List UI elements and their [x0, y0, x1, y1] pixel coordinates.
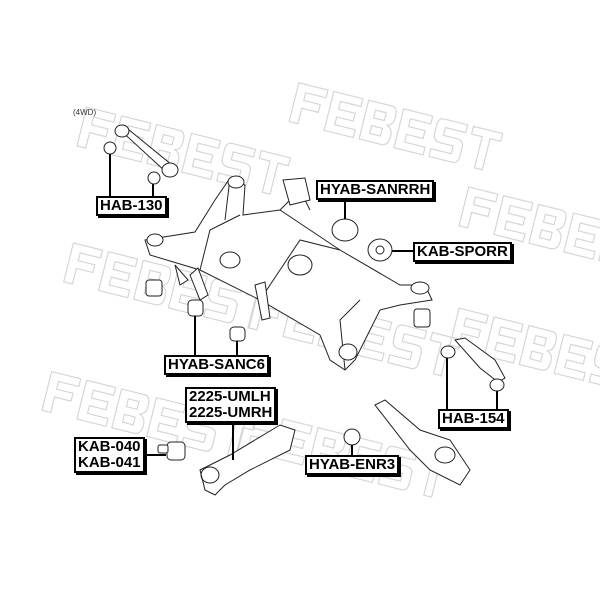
- bushing-loose-left: [145, 279, 163, 297]
- parts: [103, 124, 506, 496]
- part-label-hab-154[interactable]: HAB-154: [438, 409, 509, 429]
- watermark-febest-logo: [458, 186, 600, 278]
- bushing-hab154-a: [440, 345, 456, 359]
- leader-lines: [109, 154, 498, 460]
- part-number: 2225-UMRH: [189, 404, 273, 421]
- bushing-hyab-sanc6-b: [229, 326, 246, 342]
- part-label-hyab-sanc6[interactable]: HYAB-SANC6: [164, 355, 269, 375]
- part-label-hyab-sanrrh[interactable]: HYAB-SANRRH: [316, 180, 435, 200]
- variant-note: (4WD): [73, 108, 97, 117]
- bushing-hyab-sanc6-a: [187, 299, 204, 317]
- part-number: HAB-154: [442, 410, 505, 427]
- part-number: KAB-SPORR: [417, 243, 508, 260]
- part-number: HAB-130: [100, 197, 163, 214]
- bushing-hyab-enr3: [343, 428, 361, 446]
- part-label-hyab-enr3[interactable]: HYAB-ENR3: [305, 455, 400, 475]
- bushing-loose-right: [413, 308, 431, 328]
- part-number: HYAB-SANC6: [168, 356, 265, 373]
- bushing-hyab-sanrrh: [331, 218, 359, 242]
- bushing-kab040: [166, 441, 186, 461]
- bushing-hab130-b: [147, 171, 161, 185]
- lower-arm-right: [374, 399, 471, 486]
- upper-arm-right: [454, 337, 506, 383]
- part-number: 2225-UMLH: [189, 388, 271, 405]
- part-number: KAB-040: [78, 438, 141, 455]
- bushing-hab154-b: [489, 378, 505, 392]
- part-number: HYAB-SANRRH: [320, 181, 431, 198]
- trailing-arm: [199, 424, 296, 496]
- part-label-hab-130[interactable]: HAB-130: [96, 196, 167, 216]
- watermark-febest-logo: [288, 82, 504, 173]
- part-number: KAB-041: [78, 454, 141, 471]
- part-number: HYAB-ENR3: [309, 456, 396, 473]
- bushing-hab130-a: [103, 141, 117, 155]
- part-label-kab-sporr[interactable]: KAB-SPORR: [413, 242, 512, 262]
